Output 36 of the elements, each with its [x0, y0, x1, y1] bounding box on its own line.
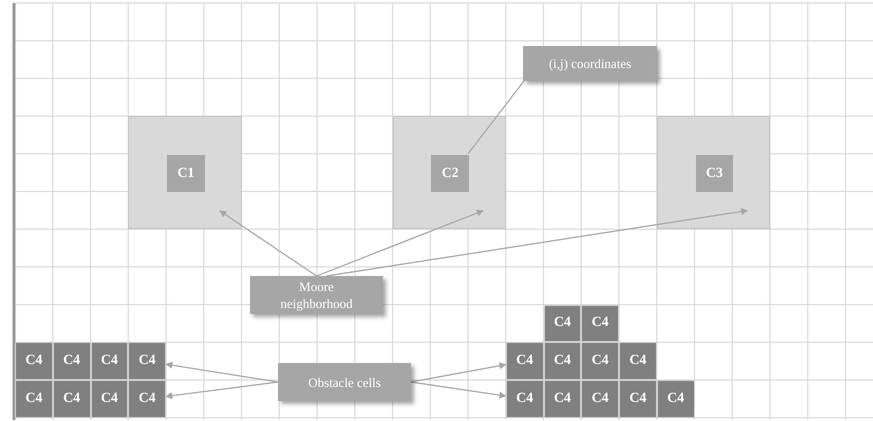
obstacle-cell: C4 [90, 380, 128, 418]
obstacle-cell: C4 [52, 380, 90, 418]
obstacle-cell: C4 [506, 342, 544, 380]
arrow [165, 381, 278, 400]
obstacle-cell: C4 [128, 342, 166, 380]
obstacle-cell: C4 [581, 304, 619, 342]
neighborhood-area [128, 116, 242, 230]
cell-marker: C3 [696, 154, 734, 192]
obstacle-cell: C4 [52, 342, 90, 380]
cell-marker: C1 [167, 154, 205, 192]
obstacle-cell: C4 [619, 380, 657, 418]
callout-box: Moore neighborhood [250, 276, 383, 314]
cell-marker: C2 [431, 154, 469, 192]
obstacle-cell: C4 [128, 380, 166, 418]
obstacle-cell: C4 [656, 380, 694, 418]
callout-box: (i,j) coordinates [523, 46, 657, 81]
obstacle-cell: C4 [15, 380, 53, 418]
arrow [410, 381, 506, 399]
obstacle-cell: C4 [619, 342, 657, 380]
obstacle-cell: C4 [544, 304, 582, 342]
arrow [316, 210, 484, 277]
arrow [165, 362, 278, 383]
leader-line [468, 80, 524, 154]
arrow [219, 210, 317, 276]
obstacle-cell: C4 [90, 342, 128, 380]
obstacle-cell: C4 [506, 380, 544, 418]
neighborhood-area [392, 116, 506, 230]
obstacle-cell: C4 [15, 342, 53, 380]
neighborhood-area [656, 116, 770, 230]
obstacle-cell: C4 [581, 342, 619, 380]
obstacle-cell: C4 [544, 342, 582, 380]
arrow [326, 208, 748, 277]
arrow [410, 362, 506, 383]
obstacle-cell: C4 [581, 380, 619, 418]
callout-box: Obstacle cells [278, 363, 411, 401]
obstacle-cell: C4 [544, 380, 582, 418]
